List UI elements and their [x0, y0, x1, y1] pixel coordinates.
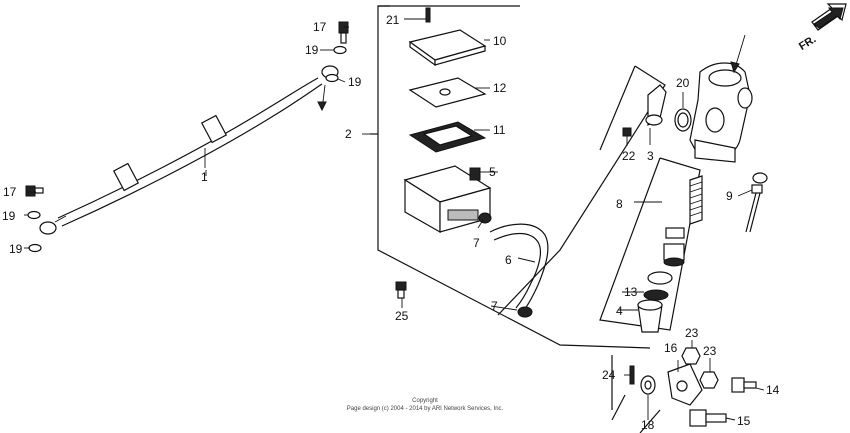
- label-9: 9: [726, 189, 733, 203]
- label-13: 13: [624, 285, 638, 299]
- forward-arrow: [811, 3, 847, 31]
- label-19-left: 19: [2, 209, 16, 223]
- reservoir-hose: [478, 212, 549, 318]
- label-23-top: 23: [685, 326, 699, 340]
- label-19-mid: 19: [348, 75, 362, 89]
- dust-boot: [637, 299, 663, 333]
- master-cylinder-group-outline: [497, 65, 701, 331]
- master-cylinder-body: [689, 34, 753, 163]
- label-25: 25: [395, 309, 409, 323]
- reservoir-mount-bolt: [395, 281, 407, 299]
- diaphragm: [408, 121, 487, 153]
- cotter-pin: [629, 365, 635, 385]
- joint-pin: [731, 377, 757, 393]
- piston-washer: [643, 289, 669, 301]
- joint-screw: [622, 127, 632, 137]
- label-17-top: 17: [313, 20, 327, 34]
- label-10: 10: [493, 34, 507, 48]
- forward-label: FR.: [797, 33, 818, 53]
- joint-washer: [640, 375, 656, 395]
- label-7-bottom: 7: [491, 299, 498, 313]
- banjo-bolt-left: [25, 185, 44, 253]
- reservoir-cap: [408, 7, 487, 67]
- nut-right: [699, 371, 719, 389]
- label-1: 1: [201, 170, 208, 184]
- label-21: 21: [386, 13, 400, 27]
- label-16: 16: [664, 341, 678, 355]
- label-6: 6: [505, 253, 512, 267]
- label-5: 5: [489, 165, 496, 179]
- reservoir: [403, 165, 498, 234]
- piston-set: [647, 175, 703, 285]
- o-ring: [674, 108, 692, 132]
- label-8: 8: [616, 197, 623, 211]
- diaphragm-plate: [408, 77, 487, 108]
- label-12: 12: [493, 81, 507, 95]
- label-19-top: 19: [305, 43, 319, 57]
- label-2: 2: [345, 127, 352, 141]
- copyright-line-1: Copyright: [412, 398, 438, 404]
- leader-lines: [24, 18, 765, 421]
- label-17-left: 17: [3, 185, 17, 199]
- label-19-bottom: 19: [9, 242, 23, 256]
- nut-top: [681, 347, 701, 365]
- label-24: 24: [602, 368, 616, 382]
- label-20: 20: [676, 76, 690, 90]
- label-15: 15: [737, 414, 751, 428]
- reservoir-joint: [645, 84, 667, 127]
- label-18: 18: [641, 418, 655, 432]
- label-11: 11: [493, 123, 506, 137]
- pedal-bracket: [611, 355, 661, 433]
- push-rod: [745, 172, 768, 233]
- down-arrow-icon: [317, 101, 327, 112]
- joint-bolt: [689, 409, 727, 427]
- label-3: 3: [647, 149, 654, 163]
- copyright-notice: Copyright Page design (c) 2004 - 2014 by…: [347, 398, 504, 412]
- label-23-right: 23: [703, 344, 717, 358]
- banjo-bolt-top: [325, 21, 349, 83]
- rod-joint: [667, 363, 703, 406]
- label-22: 22: [622, 149, 636, 163]
- brake-hose: [39, 65, 339, 235]
- down-arrow-icon: [730, 61, 740, 74]
- label-14: 14: [766, 383, 780, 397]
- label-4: 4: [616, 304, 623, 318]
- copyright-line-2: Page design (c) 2004 - 2014 by ARI Netwo…: [347, 406, 504, 412]
- label-7-top: 7: [473, 236, 480, 250]
